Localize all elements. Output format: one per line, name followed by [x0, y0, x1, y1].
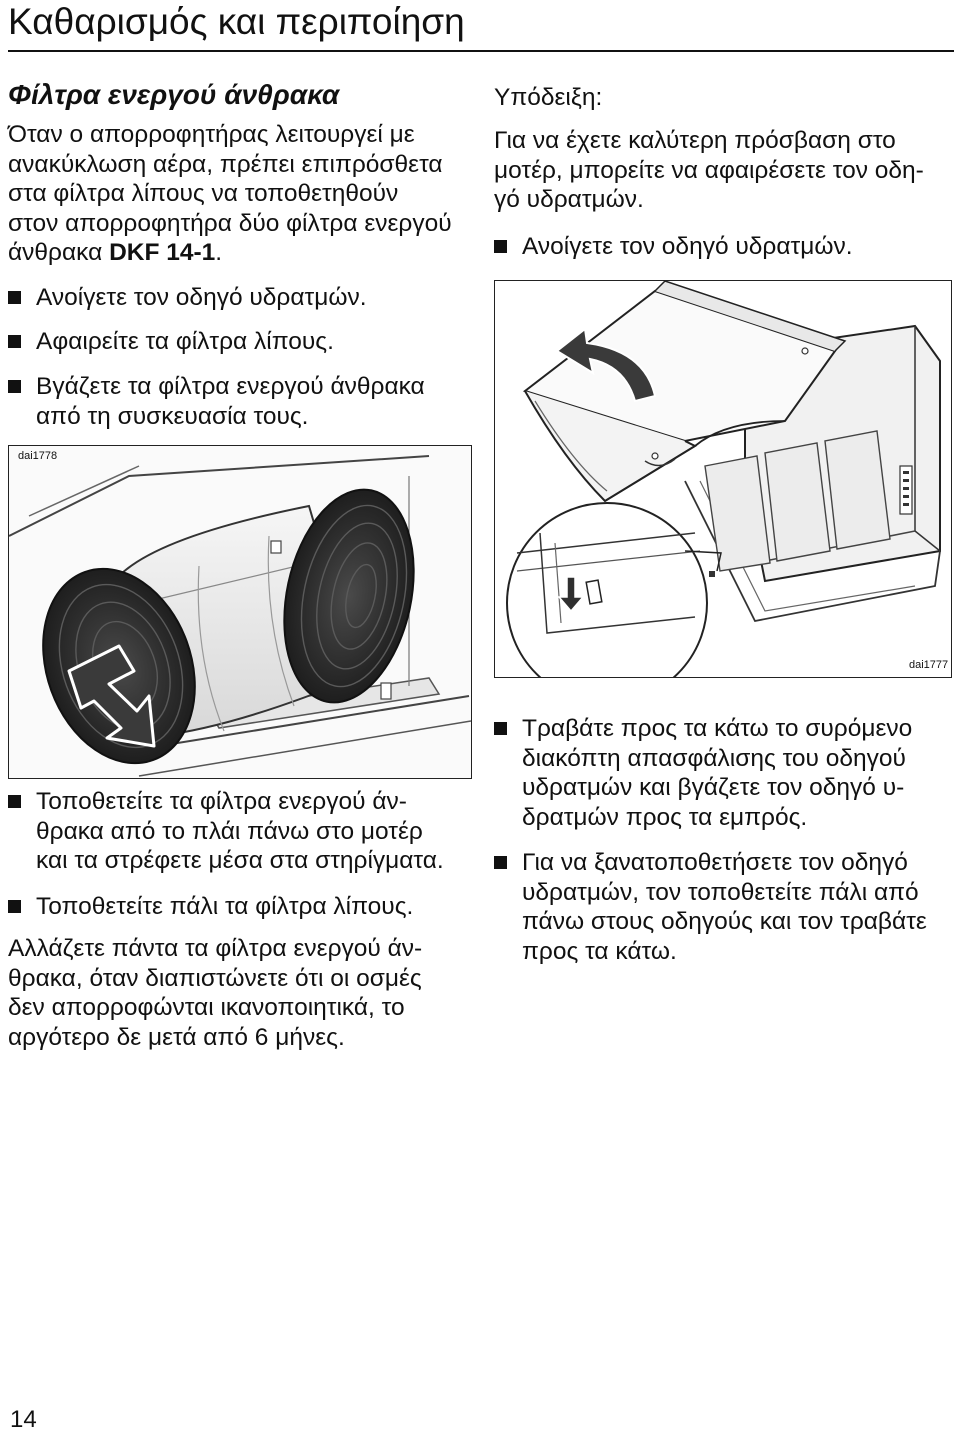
- figure-label: dai1777: [909, 659, 949, 671]
- hint-line: μοτέρ, μπορείτε να αφαιρέσετε τον οδη-: [494, 156, 924, 184]
- bullet-square-icon: [8, 900, 21, 913]
- figure-label: dai1778: [18, 450, 58, 462]
- step-text: πάνω στους οδηγούς και τον τραβάτε: [522, 908, 927, 935]
- page-number: 14: [10, 1406, 37, 1433]
- step-text: Ανοίγετε τον οδηγό υδρατμών.: [522, 233, 853, 260]
- hint-line: Για να έχετε καλύτερη πρόσβαση στο: [494, 127, 896, 154]
- intro-line: άνθρακα DKF 14-1.: [8, 238, 452, 268]
- intro-line: στα φίλτρα λίπους να τοποθετηθούν: [8, 180, 399, 207]
- step-text: Βγάζετε τα φίλτρα ενεργού άνθρακα: [36, 373, 425, 400]
- model-code: DKF 14-1: [109, 239, 216, 266]
- figure-charcoal-filter: dai1778: [8, 445, 472, 779]
- step-text: Ανοίγετε τον οδηγό υδρατμών.: [36, 284, 367, 311]
- step-text: Για να ξανατοποθετήσετε τον οδηγό: [522, 849, 908, 876]
- section-heading: Φίλτρα ενεργού άνθρακα: [8, 79, 340, 110]
- step-text: δρατμών προς τα εμπρός.: [522, 803, 808, 831]
- note-line: αργότερο δε μετά από 6 μήνες.: [8, 1023, 345, 1051]
- hint-text: Για να έχετε καλύτερη πρόσβαση στο μοτέρ…: [494, 126, 924, 215]
- bullet-square-icon: [494, 722, 507, 735]
- step-text: υδρατμών, τον τοποθετείτε πάλι από: [522, 878, 919, 906]
- note-line: δεν απορροφώνται ικανοποιητικά, το: [8, 994, 405, 1021]
- step-text: Τραβάτε προς τα κάτω το συρόμενο: [522, 715, 913, 742]
- bullet-square-icon: [8, 380, 21, 393]
- step-text: Αφαιρείτε τα φίλτρα λίπους.: [36, 328, 334, 355]
- bullet-square-icon: [8, 795, 21, 808]
- step-text: Τοποθετείτε πάλι τα φίλτρα λίπους.: [36, 893, 414, 920]
- hint-label: Υπόδειξη:: [494, 84, 603, 111]
- step-text: προς τα κάτω.: [522, 937, 677, 965]
- intro-line: ανακύκλωση αέρα, πρέπει επιπρόσθετα: [8, 150, 443, 178]
- bullet-square-icon: [8, 335, 21, 348]
- intro-line: στον απορροφητήρα δύο φίλτρα ενεργού: [8, 209, 452, 237]
- step-text: από τη συσκευασία τους.: [36, 402, 309, 430]
- intro-last-prefix: άνθρακα: [8, 239, 110, 266]
- intro-line: Όταν ο απορροφητήρας λειτουργεί με: [8, 121, 415, 148]
- step-text: θρακα από το πλάι πάνω στο μοτέρ: [36, 817, 423, 845]
- hint-line: γό υδρατμών.: [494, 186, 644, 213]
- note-line: Αλλάζετε πάντα τα φίλτρα ενεργού άν-: [8, 935, 423, 962]
- replacement-note: Αλλάζετε πάντα τα φίλτρα ενεργού άν- θρα…: [8, 934, 422, 1052]
- intro-paragraph: Όταν ο απορροφητήρας λειτουργεί με ανακύ…: [8, 120, 452, 268]
- page-title: Καθαρισμός και περιποίηση: [8, 1, 465, 42]
- step-text: Τοποθετείτε τα φίλτρα ενεργού άν-: [36, 788, 407, 815]
- note-line: θρακα, όταν διαπιστώνετε ότι οι οσμές: [8, 964, 422, 992]
- title-divider: [8, 50, 954, 52]
- intro-last-suffix: .: [215, 239, 223, 266]
- bullet-square-icon: [494, 240, 507, 253]
- bullet-square-icon: [494, 856, 507, 869]
- step-text: διακόπτη απασφάλισης του οδηγού: [522, 744, 906, 772]
- figure-vapour-guide: dai1777: [494, 280, 952, 678]
- step-text: υδρατμών και βγάζετε τον οδηγό υ-: [522, 774, 905, 801]
- step-text: και τα στρέφετε μέσα στα στηρίγματα.: [36, 847, 444, 874]
- bullet-square-icon: [8, 291, 21, 304]
